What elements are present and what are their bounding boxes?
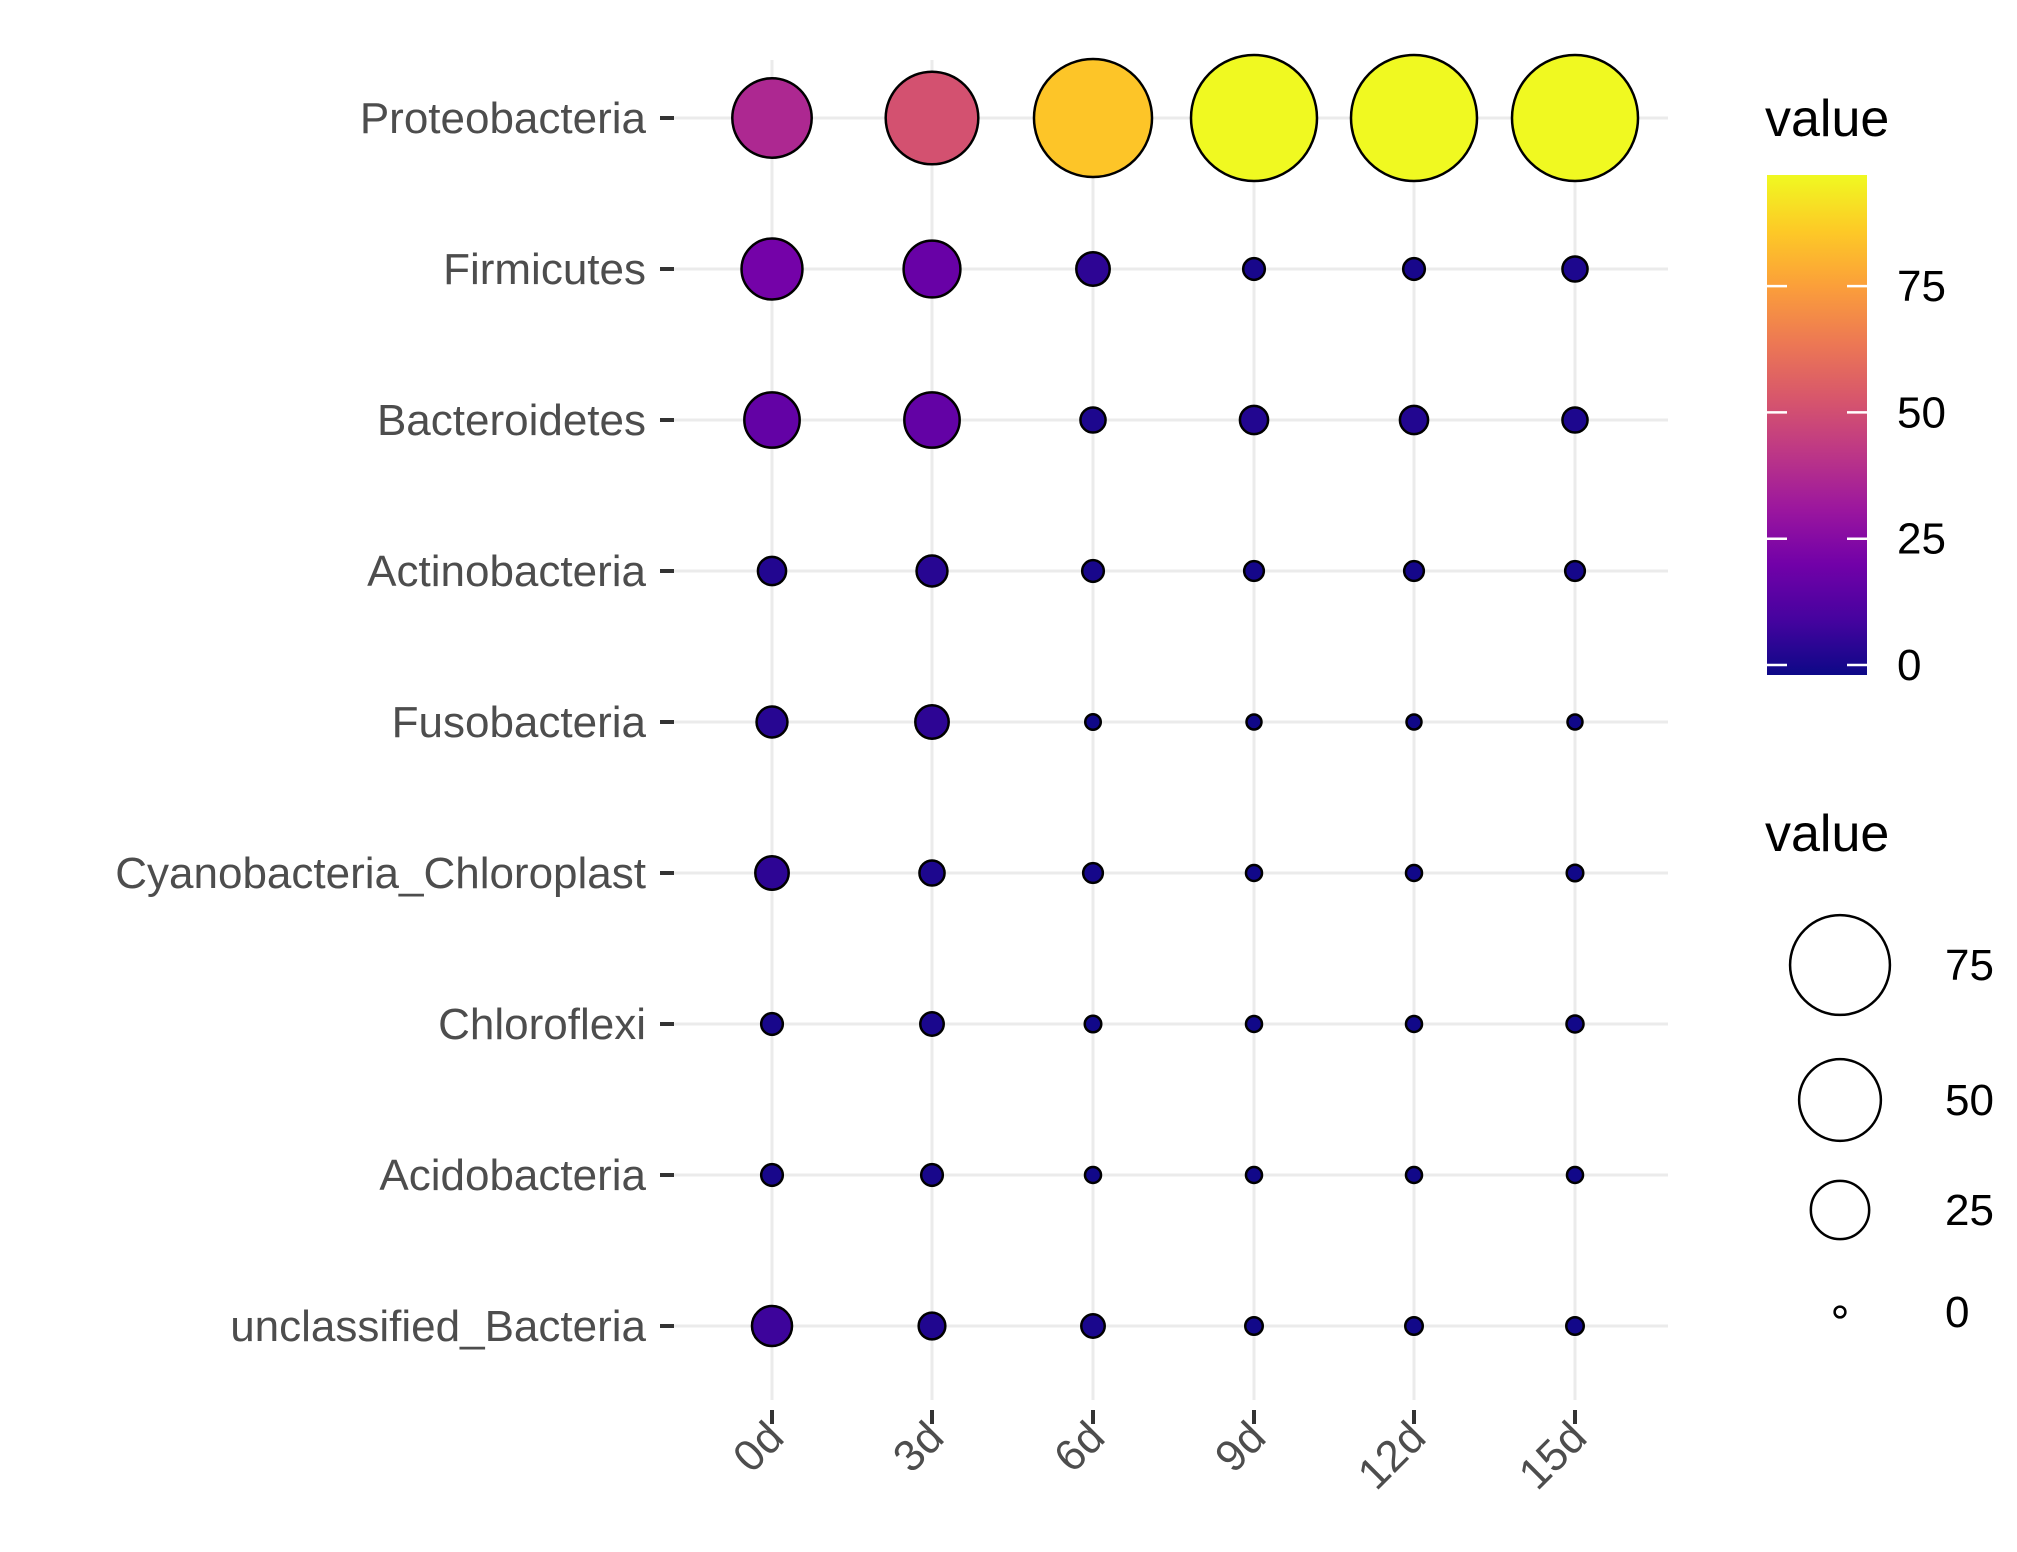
size-legend-label: 25 [1945,1186,1994,1235]
point-Acidobacteria-12d [1404,1165,1424,1185]
point-Acidobacteria-9d [1244,1165,1264,1185]
point-Acidobacteria-3d [919,1162,945,1188]
x-tick-label: 12d [1349,1412,1436,1499]
point-Actinobacteria-6d [1080,558,1106,584]
size-legend-key [1833,1305,1847,1319]
point-Bacteroidetes-15d [1561,406,1589,434]
point-Cyanobacteria_Chloroplast-15d [1565,863,1585,883]
point-Acidobacteria-6d [1083,1165,1103,1185]
y-tick-label: Actinobacteria [367,547,646,596]
point-Fusobacteria-6d [1083,712,1103,732]
point-Firmicutes-9d [1241,256,1267,282]
point-Fusobacteria-3d [914,704,950,740]
y-tick-label: Proteobacteria [360,94,647,143]
x-axis: 0d 3d 6d 9d 12d 15d [724,1410,1596,1499]
point-Proteobacteria-9d [1189,53,1319,183]
x-tick-label: 9d [1206,1412,1275,1481]
point-unclassified_Bacteria-15d [1565,1316,1585,1336]
colorbar [1767,175,1867,675]
size-legend-key [1788,913,1892,1017]
y-tick-label: Chloroflexi [438,1000,646,1049]
grid-layer [672,60,1668,1400]
point-Fusobacteria-0d [755,705,789,739]
point-unclassified_Bacteria-12d [1404,1316,1424,1336]
colorbar-tick-label: 50 [1897,388,1946,437]
point-Chloroflexi-0d [759,1011,785,1037]
x-tick-label: 0d [724,1412,793,1481]
point-Actinobacteria-9d [1242,559,1266,583]
size-legend-key [1797,1057,1883,1143]
point-Bacteroidetes-0d [743,391,801,449]
y-tick-label: Bacteroidetes [377,396,646,445]
size-legend: value 75 50 25 0 [1765,805,1994,1337]
y-tick-label: Firmicutes [443,245,646,294]
x-tick-label: 6d [1045,1412,1114,1481]
point-Firmicutes-3d [902,239,962,299]
x-tick-label: 15d [1510,1412,1597,1499]
point-Cyanobacteria_Chloroplast-9d [1244,863,1264,883]
x-tick-label: 3d [884,1412,953,1481]
point-Bacteroidetes-9d [1238,404,1270,436]
point-Proteobacteria-15d [1510,53,1640,183]
point-Cyanobacteria_Chloroplast-3d [918,859,946,887]
color-legend-title: value [1765,90,1889,148]
point-Chloroflexi-9d [1244,1014,1264,1034]
size-legend-key [1809,1179,1871,1241]
point-Fusobacteria-9d [1245,713,1263,731]
y-tick-label: Fusobacteria [392,698,647,747]
y-tick-label: unclassified_Bacteria [230,1302,646,1351]
point-unclassified_Bacteria-3d [917,1311,947,1341]
point-Bacteroidetes-3d [903,391,961,449]
colorbar-tick-label: 75 [1897,262,1946,311]
point-Proteobacteria-12d [1349,53,1479,183]
y-tick-label: Acidobacteria [379,1151,646,1200]
point-Cyanobacteria_Chloroplast-12d [1404,863,1424,883]
point-unclassified_Bacteria-0d [750,1304,794,1348]
point-Firmicutes-12d [1401,256,1427,282]
point-Bacteroidetes-6d [1079,406,1107,434]
point-Chloroflexi-3d [919,1011,945,1037]
size-legend-label: 75 [1945,941,1994,990]
point-Cyanobacteria_Chloroplast-6d [1081,861,1105,885]
point-Actinobacteria-0d [756,555,788,587]
point-Proteobacteria-6d [1032,57,1154,179]
y-tick-label: Cyanobacteria_Chloroplast [115,849,646,898]
point-Proteobacteria-0d [731,77,813,159]
point-Acidobacteria-0d [759,1162,785,1188]
point-Bacteroidetes-12d [1398,404,1430,436]
point-Firmicutes-15d [1561,255,1589,283]
colorbar-tick-label: 0 [1897,641,1921,690]
point-Fusobacteria-12d [1405,713,1423,731]
point-Chloroflexi-15d [1565,1014,1585,1034]
point-Proteobacteria-3d [884,70,980,166]
size-legend-label: 50 [1945,1076,1994,1125]
point-unclassified_Bacteria-9d [1244,1316,1264,1336]
point-Fusobacteria-15d [1566,713,1584,731]
colorbar-tick-label: 25 [1897,515,1946,564]
point-Actinobacteria-15d [1563,559,1587,583]
point-Firmicutes-6d [1075,251,1111,287]
point-Cyanobacteria_Chloroplast-0d [754,855,790,891]
y-axis: ProteobacteriaFirmicutesBacteroidetesAct… [115,94,674,1351]
point-Chloroflexi-12d [1404,1014,1424,1034]
point-Actinobacteria-12d [1402,559,1426,583]
color-legend: value 0 25 50 75 [1765,90,1946,690]
point-unclassified_Bacteria-6d [1080,1313,1106,1339]
size-legend-title: value [1765,805,1889,863]
points-layer [731,53,1640,1348]
point-Firmicutes-0d [740,237,804,301]
point-Acidobacteria-15d [1565,1165,1585,1185]
point-Actinobacteria-3d [915,554,949,588]
point-Chloroflexi-6d [1083,1014,1103,1034]
size-legend-label: 0 [1945,1288,1969,1337]
